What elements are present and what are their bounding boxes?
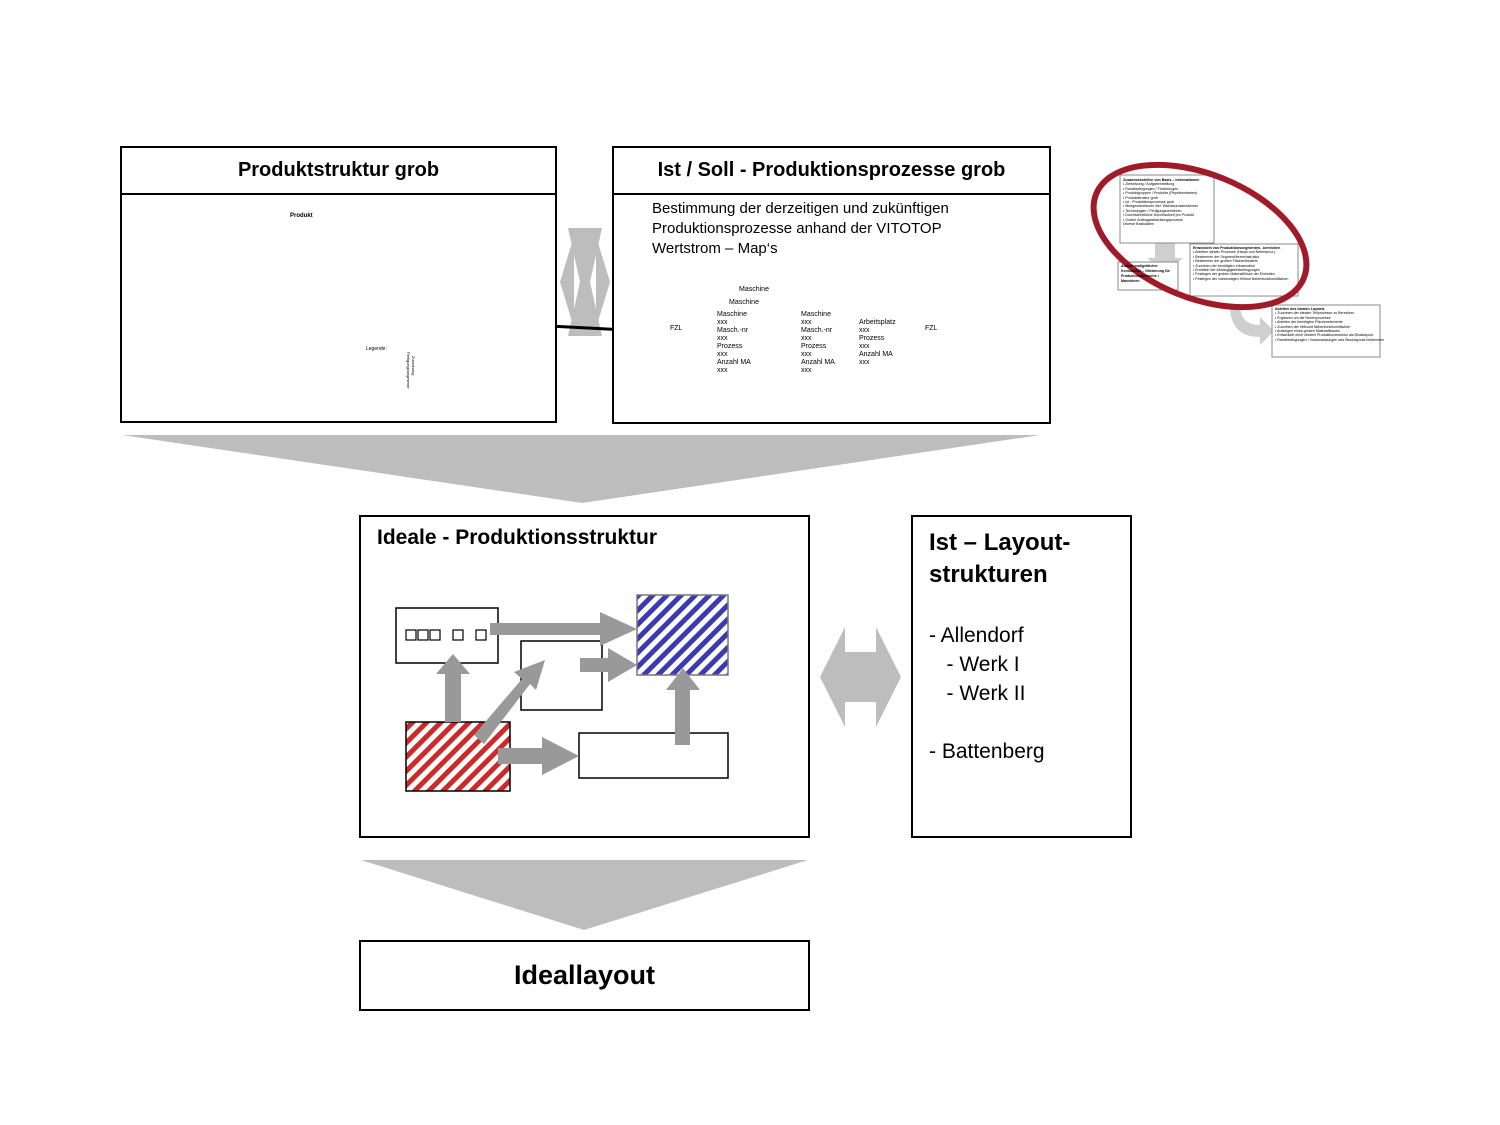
overview-box1-items: • Zielsetzung / Aufgabenstellung • Randb… — [1123, 182, 1199, 227]
overview-box4-items: • Zuordnen der idealen Teilprozesse zu B… — [1275, 311, 1384, 342]
process-card-3: Arbeitsplatz xxx Prozess xxx Anzahl MA x… — [859, 319, 896, 366]
layout-title: Ist – Layout- strukturen — [929, 529, 1071, 588]
ideallayout-panel: Ideallayout — [359, 940, 810, 1011]
overview-box3-title: Aufbau maßgeblicher Kennzahlen – Glieder… — [1121, 264, 1170, 283]
prozesse-title: Ist / Soll - Produktionsprozesse grob — [614, 148, 1049, 195]
funnel-arrow-top — [122, 435, 1040, 503]
process-card-1: Maschine xxx Masch.-nr xxx Prozess xxx A… — [717, 311, 751, 374]
layout-list: - Allendorf - Werk I - Werk II - Battenb… — [929, 624, 1045, 763]
fzl-label-left: FZL — [670, 325, 683, 332]
stack-top-label: Maschine — [739, 286, 769, 293]
overview-box1-title: Zusammenstellen von Basis – Informatione… — [1123, 178, 1200, 182]
product-root-label: Produkt — [290, 213, 313, 219]
layout-panel: Ist – Layout- strukturen - Allendorf - W… — [911, 515, 1132, 838]
overview-box2-items: • Ableiten idealer Prozesse (Haupt und N… — [1193, 250, 1289, 281]
overview-box4: Ableiten des idealen Layouts • Zuordnen … — [1275, 307, 1384, 342]
fzl-label-right: FZL — [925, 325, 938, 332]
prozesse-panel: Ist / Soll - Produktionsprozesse grob — [612, 146, 1051, 424]
overview-box4-title: Ableiten des idealen Layouts — [1275, 307, 1325, 311]
process-card-2: Maschine xxx Masch.-nr xxx Prozess xxx A… — [801, 311, 835, 374]
produktstruktur-title: Produktstruktur grob — [122, 148, 555, 195]
double-arrow-middle — [820, 627, 901, 727]
ideale-panel: Ideale - Produktionsstruktur — [359, 515, 810, 838]
overview-box1: Zusammenstellen von Basis – Informatione… — [1123, 178, 1211, 226]
produktstruktur-panel: Produktstruktur grob — [120, 146, 557, 423]
overview-box2-title: Entwickeln von Produktionssegmenten, -be… — [1193, 246, 1281, 250]
ideale-title: Ideale - Produktionsstruktur — [377, 526, 658, 549]
stack-mid-label: Maschine — [729, 299, 759, 306]
ideallayout-title: Ideallayout — [513, 960, 656, 990]
overview-thumbnail — [1090, 161, 1381, 358]
legend-side-label-2: Fertigungssegmente — [406, 352, 411, 389]
funnel-arrow-bottom — [361, 860, 808, 930]
legend-label: Legende: — [366, 346, 387, 352]
ideal-structure-diagram — [395, 594, 729, 792]
prozesse-description: Bestimmung der derzeitigen und zukünftig… — [652, 200, 949, 257]
overview-box2: Entwickeln von Produktionssegmenten, -be… — [1193, 246, 1295, 281]
legend-side-label-1: Zuordnung — [411, 356, 416, 376]
